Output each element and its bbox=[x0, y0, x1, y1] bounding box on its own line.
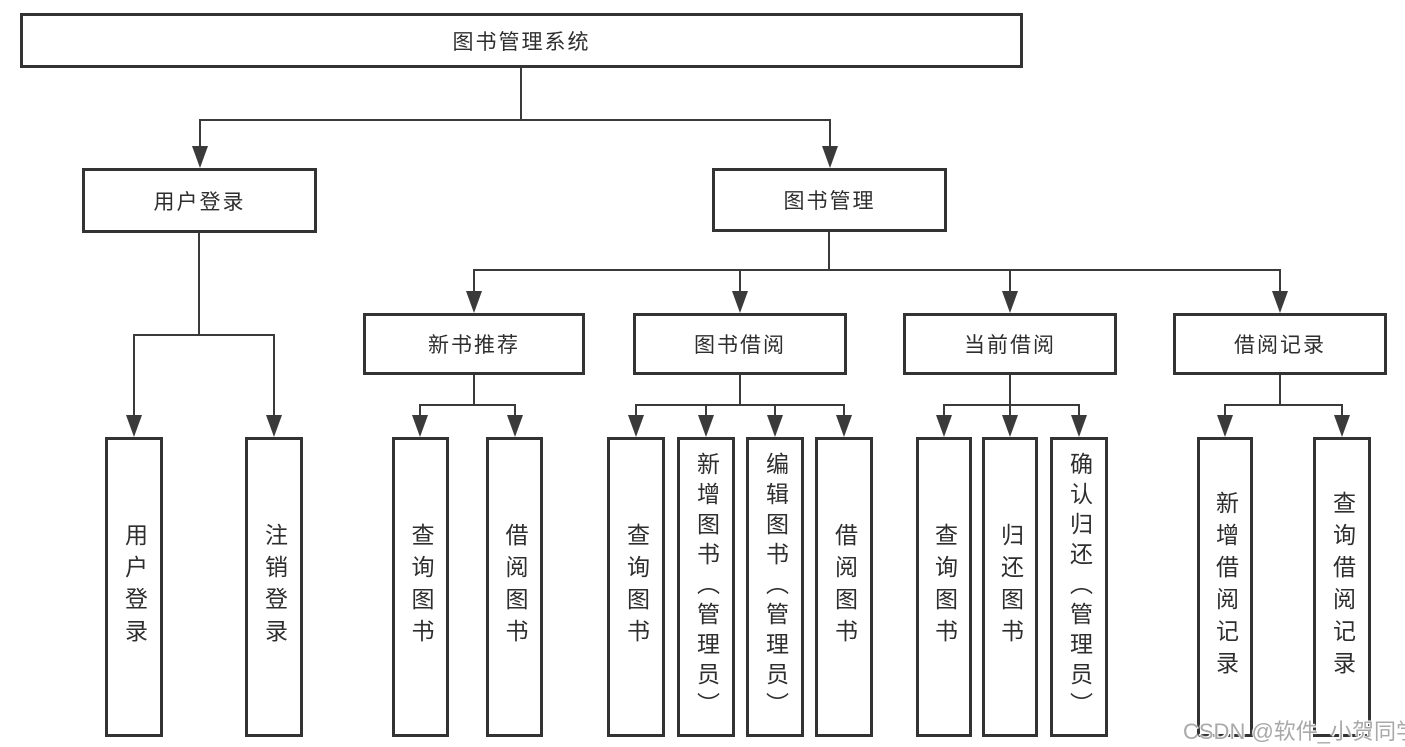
connector-root-bar bbox=[199, 119, 831, 121]
connector-arm bbox=[843, 404, 845, 417]
leaf-query-books-rec: 查询图书 bbox=[392, 437, 449, 737]
node-new-book-rec: 新书推荐 bbox=[363, 313, 585, 375]
arrow-down-icon bbox=[628, 415, 644, 437]
leaf-query-borrow-record: 查询借阅记录 bbox=[1313, 437, 1371, 737]
connector-arm bbox=[635, 404, 637, 417]
connector-arm bbox=[739, 269, 741, 295]
arrow-down-icon bbox=[836, 415, 852, 437]
arrow-down-icon bbox=[698, 415, 714, 437]
connector-root-stem bbox=[520, 68, 522, 120]
connector-arm bbox=[1078, 404, 1080, 417]
node-borrow-records-label: 借阅记录 bbox=[1234, 334, 1326, 357]
leaf-label: 注销登录 bbox=[261, 523, 288, 651]
connector-book-borrow-stem bbox=[739, 375, 741, 405]
arrow-down-icon bbox=[1002, 415, 1018, 437]
node-borrow-records: 借阅记录 bbox=[1173, 313, 1387, 375]
leaf-edit-books-admin: 编辑图书（管理员） bbox=[746, 437, 804, 737]
arrow-down-icon bbox=[1002, 291, 1018, 313]
arrow-down-icon bbox=[732, 291, 748, 313]
connector-user-login-bar bbox=[133, 334, 275, 336]
connector-arm bbox=[774, 404, 776, 417]
connector-arm bbox=[1341, 404, 1343, 417]
node-root-label: 图书管理系统 bbox=[452, 30, 591, 54]
leaf-logout: 注销登录 bbox=[245, 437, 303, 737]
leaf-label: 新增借阅记录 bbox=[1212, 491, 1239, 683]
node-book-borrow: 图书借阅 bbox=[633, 313, 847, 375]
leaf-label: 用户登录 bbox=[121, 523, 148, 651]
node-user-login: 用户登录 bbox=[82, 168, 317, 233]
arrow-down-icon bbox=[822, 146, 838, 168]
leaf-label: 归还图书 bbox=[997, 523, 1024, 651]
connector-borrow-records-stem bbox=[1279, 375, 1281, 405]
connector-arm bbox=[943, 404, 945, 417]
node-new-book-rec-label: 新书推荐 bbox=[428, 334, 520, 357]
leaf-label: 查询图书 bbox=[931, 523, 958, 651]
leaf-borrow-books-rec: 借阅图书 bbox=[486, 437, 543, 737]
leaf-add-borrow-record: 新增借阅记录 bbox=[1197, 437, 1253, 737]
leaf-label: 借阅图书 bbox=[502, 523, 528, 651]
arrow-down-icon bbox=[767, 415, 783, 437]
node-current-borrow: 当前借阅 bbox=[903, 313, 1117, 375]
leaf-query-books-borrow: 查询图书 bbox=[607, 437, 665, 737]
arrow-down-icon bbox=[192, 146, 208, 168]
leaf-label: 借阅图书 bbox=[831, 523, 858, 651]
node-book-borrow-label: 图书借阅 bbox=[694, 334, 786, 357]
leaf-confirm-return-admin: 确认归还（管理员） bbox=[1050, 437, 1108, 737]
arrow-down-icon bbox=[1334, 415, 1350, 437]
connector-arm bbox=[273, 334, 275, 416]
connector-book-borrow-bar bbox=[635, 404, 845, 406]
connector-borrow-records-bar bbox=[1224, 404, 1343, 406]
connector-arm bbox=[514, 404, 516, 417]
connector-arm bbox=[1279, 269, 1281, 295]
leaf-label: 查询借阅记录 bbox=[1329, 491, 1356, 683]
leaf-label: 查询图书 bbox=[408, 523, 434, 651]
connector-new-book-rec-stem bbox=[473, 375, 475, 405]
connector-book-mgmt-stem bbox=[828, 232, 830, 270]
connector-arm bbox=[1009, 404, 1011, 417]
leaf-borrow-books: 借阅图书 bbox=[815, 437, 873, 737]
leaf-label: 新增图书（管理员） bbox=[693, 452, 720, 722]
arrow-down-icon bbox=[1071, 415, 1087, 437]
csdn-watermark: CSDN @软件_小贺同学 bbox=[1183, 719, 1405, 744]
arrow-down-icon bbox=[936, 415, 952, 437]
leaf-return-books: 归还图书 bbox=[982, 437, 1038, 737]
leaf-label: 查询图书 bbox=[623, 523, 650, 651]
arrow-down-icon bbox=[507, 415, 523, 437]
connector-arm bbox=[705, 404, 707, 417]
node-current-borrow-label: 当前借阅 bbox=[964, 334, 1056, 357]
connector-arm bbox=[1224, 404, 1226, 417]
connector-current-borrow-bar bbox=[943, 404, 1080, 406]
connector-arm bbox=[199, 119, 201, 149]
connector-current-borrow-stem bbox=[1009, 375, 1011, 405]
node-book-mgmt-label: 图书管理 bbox=[783, 190, 876, 213]
leaf-query-books-current: 查询图书 bbox=[916, 437, 972, 737]
node-user-login-label: 用户登录 bbox=[153, 190, 246, 214]
arrow-down-icon bbox=[466, 291, 482, 313]
leaf-label: 编辑图书（管理员） bbox=[762, 452, 789, 722]
connector-arm bbox=[829, 119, 831, 149]
connector-arm bbox=[473, 269, 475, 295]
connector-user-login-stem bbox=[198, 233, 200, 335]
leaf-label: 确认归还（管理员） bbox=[1066, 452, 1093, 722]
connector-arm bbox=[419, 404, 421, 417]
arrow-down-icon bbox=[126, 415, 142, 437]
arrow-down-icon bbox=[1217, 415, 1233, 437]
connector-new-book-rec-bar bbox=[419, 404, 516, 406]
node-book-mgmt: 图书管理 bbox=[712, 168, 947, 232]
leaf-user-login: 用户登录 bbox=[105, 437, 163, 737]
leaf-add-books-admin: 新增图书（管理员） bbox=[677, 437, 735, 737]
connector-book-mgmt-bar bbox=[473, 269, 1281, 271]
arrow-down-icon bbox=[412, 415, 428, 437]
connector-arm bbox=[1009, 269, 1011, 295]
node-root: 图书管理系统 bbox=[20, 13, 1023, 68]
arrow-down-icon bbox=[1272, 291, 1288, 313]
connector-arm bbox=[133, 334, 135, 416]
arrow-down-icon bbox=[266, 415, 282, 437]
